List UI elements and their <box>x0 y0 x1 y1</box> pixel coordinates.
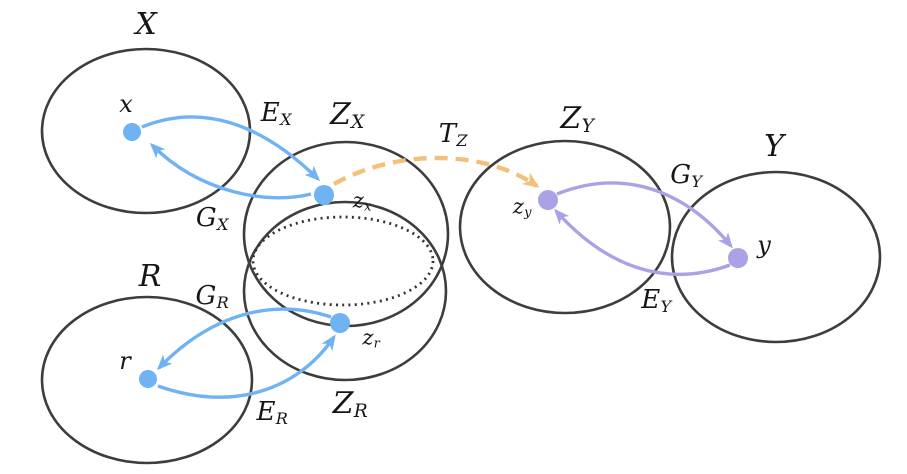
point-zy-dot <box>538 190 558 210</box>
label-point-y: y <box>757 231 771 259</box>
label-map-ex: EX <box>260 98 292 129</box>
label-set-y: Y <box>764 129 784 164</box>
point-zx-dot <box>314 185 334 205</box>
label-map-er: ER <box>256 397 288 428</box>
arrow-encoder-ex <box>141 115 321 182</box>
arrow-generator-gr <box>156 307 332 371</box>
label-set-r: R <box>138 259 162 294</box>
label-map-tz: TZ <box>438 119 468 150</box>
arrow-generator-gx <box>149 142 312 200</box>
ellipse-latent-zy <box>458 139 672 315</box>
label-set-zr: ZR <box>332 386 368 423</box>
label-map-gr: GR <box>195 281 229 312</box>
label-map-gy: GY <box>670 160 703 191</box>
label-set-zy: ZY <box>560 101 594 138</box>
arrow-encoder-er <box>157 334 336 399</box>
point-r-dot <box>139 370 157 388</box>
ellipse-latent-zr <box>242 200 448 382</box>
label-point-zr: zr <box>362 325 380 352</box>
ellipse-set-r <box>40 295 254 465</box>
label-point-zy: zy <box>512 194 532 221</box>
arrow-generator-gy <box>556 181 733 249</box>
point-y-dot <box>728 248 748 268</box>
arrow-transfer-tz <box>332 155 540 188</box>
label-map-ey: EY <box>641 285 672 316</box>
label-set-x: X <box>135 7 157 42</box>
label-set-zx: ZX <box>329 97 365 134</box>
label-point-x: x <box>119 90 133 118</box>
label-map-gx: GX <box>195 203 229 234</box>
point-x-dot <box>123 123 141 141</box>
label-point-r: r <box>119 347 131 375</box>
ellipse-set-y <box>670 170 882 344</box>
arrow-encoder-ey <box>553 208 731 277</box>
point-zr-dot <box>330 313 350 333</box>
ellipse-shared-latent-dotted <box>251 215 435 307</box>
label-point-zx: zx <box>352 188 372 215</box>
